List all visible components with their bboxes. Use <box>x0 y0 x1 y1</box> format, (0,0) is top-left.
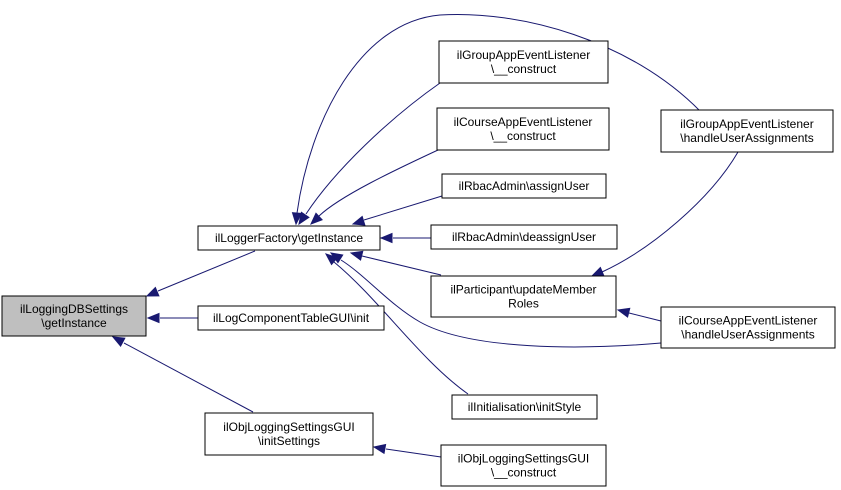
node-box <box>1 295 147 337</box>
node-objInit[interactable]: ilObjLoggingSettingsGUI\initSettings <box>204 412 374 456</box>
edge-line <box>157 250 256 292</box>
edge-objCtor-to-objInit <box>372 443 442 458</box>
node-initStyle[interactable]: ilInitialisation\initStyle <box>451 394 598 420</box>
edge-line <box>305 82 441 215</box>
node-compTable[interactable]: ilLogComponentTableGUI\init <box>197 305 385 331</box>
edge-line <box>318 149 439 217</box>
edge-line <box>601 151 739 273</box>
edge-deassignUser-to-factory <box>379 232 431 244</box>
arrowhead <box>349 250 364 261</box>
edge-line <box>628 312 662 322</box>
node-groupHandle[interactable]: ilGroupAppEventListener\handleUserAssign… <box>660 109 834 153</box>
node-label: ilObjLoggingSettingsGUI <box>458 452 589 466</box>
edge-line <box>123 342 254 413</box>
node-label: ilInitialisation\initStyle <box>468 400 582 414</box>
node-box <box>660 109 834 153</box>
edge-compTable-to-dbsettings <box>146 312 198 324</box>
arrowhead <box>324 253 339 266</box>
node-courseCtor[interactable]: ilCourseAppEventListener\__construct <box>436 107 610 151</box>
arrowhead <box>329 252 344 264</box>
node-label: ilRbacAdmin\deassignUser <box>452 230 596 244</box>
edge-line <box>361 255 442 276</box>
node-box <box>197 305 385 331</box>
edge-groupCtor-to-factory <box>298 82 441 226</box>
arrowhead <box>146 312 160 324</box>
node-label: ilLoggingDBSettings <box>20 302 128 316</box>
node-box <box>204 412 374 456</box>
node-label: \__construct <box>491 62 557 76</box>
node-label: ilCourseAppEventListener <box>679 314 818 328</box>
node-label: \__construct <box>491 466 557 480</box>
arrowhead <box>111 336 126 348</box>
arrowhead <box>310 212 323 225</box>
edge-line <box>340 259 662 348</box>
node-label: ilGroupAppEventListener <box>680 117 813 131</box>
arrowhead <box>590 266 605 277</box>
edge-line <box>363 195 443 221</box>
node-box <box>436 107 610 151</box>
edge-line <box>296 13 701 214</box>
nodes-layer: ilLoggingDBSettings\getInstance ilLoggerF… <box>1 40 836 487</box>
node-box <box>440 444 607 487</box>
node-box <box>441 173 607 199</box>
node-label: ilParticipant\updateMember <box>450 283 596 297</box>
node-label: ilCourseAppEventListener <box>454 115 593 129</box>
node-label: ilObjLoggingSettingsGUI <box>223 420 354 434</box>
node-label: ilLoggerFactory\getInstance <box>215 231 363 245</box>
node-dbsettings[interactable]: ilLoggingDBSettings\getInstance <box>1 295 147 337</box>
arrowhead <box>616 307 631 318</box>
edge-initStyle-to-factory <box>324 253 469 395</box>
node-box <box>430 224 618 250</box>
node-label: ilLogComponentTableGUI\init <box>213 311 370 325</box>
edge-line <box>333 261 469 395</box>
edge-updateRoles-to-factory <box>349 250 442 276</box>
node-label: \handleUserAssignments <box>680 131 813 145</box>
edge-line <box>385 448 442 458</box>
node-box <box>430 275 617 318</box>
edges-layer <box>111 13 739 458</box>
arrowhead <box>291 212 303 226</box>
node-box <box>660 306 836 349</box>
node-label: ilGroupAppEventListener <box>457 48 590 62</box>
edge-courseHandle-to-factory <box>329 252 662 348</box>
arrowhead <box>372 443 387 455</box>
arrowhead <box>379 232 393 244</box>
node-groupCtor[interactable]: ilGroupAppEventListener\__construct <box>438 40 609 84</box>
node-label: \getInstance <box>41 316 107 330</box>
arrowhead <box>298 211 310 226</box>
edge-groupHandle-to-factory <box>291 13 701 226</box>
node-objCtor[interactable]: ilObjLoggingSettingsGUI\__construct <box>440 444 607 487</box>
node-deassignUser[interactable]: ilRbacAdmin\deassignUser <box>430 224 618 250</box>
node-assignUser[interactable]: ilRbacAdmin\assignUser <box>441 173 607 199</box>
node-box <box>197 225 381 251</box>
edge-objInit-to-dbsettings <box>111 336 254 413</box>
node-label: Roles <box>508 297 539 311</box>
node-label: ilRbacAdmin\assignUser <box>459 179 590 193</box>
node-box <box>451 394 598 420</box>
edge-factory-to-dbsettings <box>145 250 256 297</box>
node-courseHandle[interactable]: ilCourseAppEventListener\handleUserAssig… <box>660 306 836 349</box>
node-label: \__construct <box>490 129 556 143</box>
edge-courseCtor-to-factory <box>310 149 439 225</box>
edge-assignUser-to-factory <box>351 195 443 226</box>
edge-courseHandle-to-updateRoles <box>616 307 662 322</box>
node-label: \handleUserAssignments <box>681 328 814 342</box>
node-box <box>438 40 609 84</box>
node-factory[interactable]: ilLoggerFactory\getInstance <box>197 225 381 251</box>
node-label: \initSettings <box>258 434 320 448</box>
arrowhead <box>351 215 366 226</box>
arrowhead <box>145 286 160 297</box>
edge-groupHandle-to-updateRoles <box>590 151 739 277</box>
